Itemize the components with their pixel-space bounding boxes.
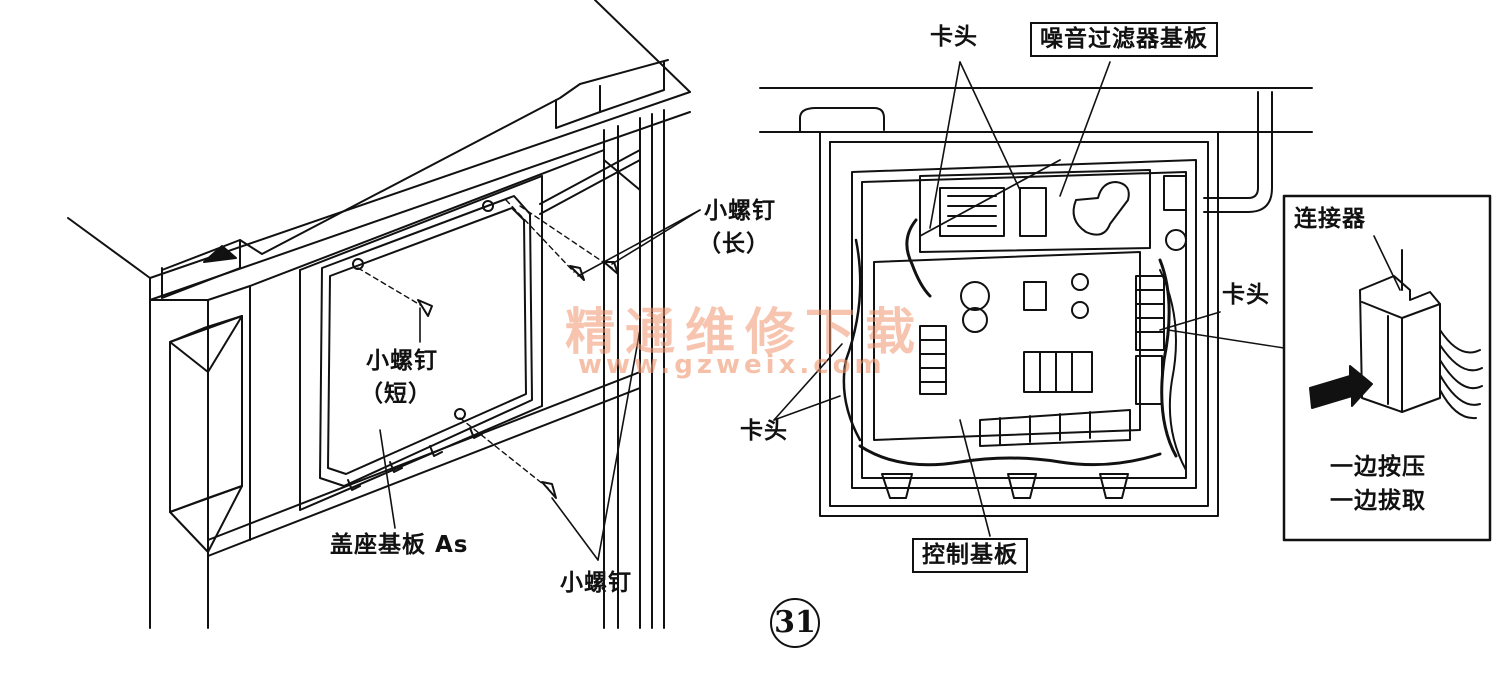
screw-short-label-line1: 小螺钉 <box>366 348 438 374</box>
screw-short-label: 小螺钉 （短） <box>360 348 438 406</box>
control-board-label: 控制基板 <box>912 538 1028 573</box>
clip-right-label: 卡头 <box>1222 282 1270 308</box>
press-instruction-label: 一边按压 <box>1330 454 1426 480</box>
cabinet-drawing <box>67 0 701 629</box>
screw-long-label-line2: （长） <box>698 231 770 257</box>
figure-number: 31 <box>770 598 820 648</box>
connector-inset-drawing <box>1282 194 1492 542</box>
base-plate-label: 盖座基板 As <box>330 532 469 558</box>
screw-long-label-line1: 小螺钉 <box>704 198 776 224</box>
clip-top-label: 卡头 <box>930 24 978 50</box>
connector-title-label: 连接器 <box>1294 206 1366 232</box>
noise-filter-board-label: 噪音过滤器基板 <box>1030 22 1218 57</box>
screw-short-label-line2: （短） <box>360 381 432 407</box>
control-box-drawing <box>759 61 1313 537</box>
screw-long-label: 小螺钉 （长） <box>698 198 776 256</box>
clip-left-label: 卡头 <box>740 418 788 444</box>
screw-label: 小螺钉 <box>560 570 632 596</box>
pull-instruction-label: 一边拔取 <box>1330 488 1426 514</box>
